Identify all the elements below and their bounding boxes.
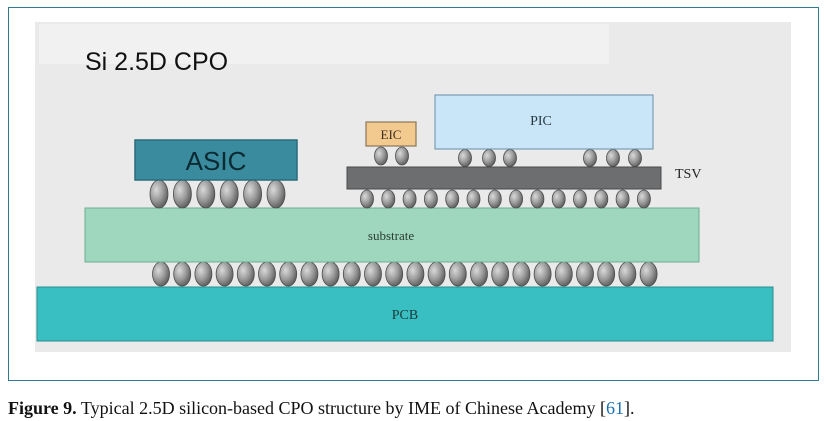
figure-frame: Si 2.5D CPO PCB substrate ASIC TSV EIC P… (8, 7, 819, 381)
eic-micro-bump (374, 146, 388, 166)
pcb-solder-bump (533, 261, 552, 287)
pcb-solder-bump (364, 261, 382, 287)
pic-bump-row (458, 149, 642, 167)
pcb-solder-bump (300, 261, 319, 287)
background-highlight (39, 24, 609, 64)
tsv-micro-bump (594, 189, 609, 209)
pcb-solder-bump (406, 261, 425, 287)
asic-solder-bump (196, 179, 216, 209)
pcb-solder-bump (215, 261, 234, 287)
tsv-micro-bump (381, 189, 396, 209)
pcb-solder-bump (554, 261, 573, 287)
eic-micro-bump (395, 146, 409, 166)
pic-micro-bump (503, 149, 517, 167)
pcb-solder-bump (639, 261, 658, 287)
pic-micro-bump (606, 149, 620, 167)
pcb-solder-bump (152, 261, 170, 287)
tsv-interposer (346, 166, 662, 190)
pcb-layer (36, 286, 774, 342)
tsv-micro-bump (573, 189, 587, 209)
pcb-solder-bump (385, 261, 404, 287)
tsv-micro-bump (530, 189, 545, 209)
eic-chip (365, 121, 417, 147)
eic-label: EIC (381, 127, 402, 142)
pic-micro-bump (458, 149, 472, 167)
pcb-solder-bump (491, 261, 510, 287)
pcb-solder-bump (194, 261, 213, 287)
cpo-structure-diagram: Si 2.5D CPO PCB substrate ASIC TSV EIC P… (35, 22, 791, 352)
substrate-layer (84, 207, 700, 263)
caption-reference-link[interactable]: 61 (605, 398, 624, 418)
pcb-solder-bump (470, 261, 488, 287)
caption-text: Typical 2.5D silicon-based CPO structure… (76, 398, 606, 418)
caption-end: ]. (623, 398, 635, 418)
pic-label: PIC (530, 114, 552, 129)
pcb-solder-bump (258, 261, 276, 287)
tsv-bump-row (360, 189, 651, 209)
caption-label: Figure 9. (8, 398, 77, 418)
pcb-solder-bump (427, 261, 446, 287)
diagram-title: Si 2.5D CPO (85, 48, 228, 76)
pcb-solder-bump (597, 261, 616, 287)
asic-solder-bump (266, 179, 286, 209)
tsv-micro-bump (487, 189, 502, 209)
eic-bump-row (374, 146, 409, 166)
tsv-micro-bump (466, 189, 481, 209)
pcb-solder-bump (173, 261, 192, 287)
tsv-micro-bump (615, 189, 630, 209)
asic-bump-row (149, 179, 286, 209)
pcb-solder-bump (512, 261, 531, 287)
pcb-solder-bump (576, 261, 594, 287)
figure-caption: Figure 9. Typical 2.5D silicon-based CPO… (8, 398, 634, 419)
asic-solder-bump (219, 179, 239, 209)
tsv-micro-bump (360, 189, 374, 209)
tsv-micro-bump (509, 189, 524, 209)
tsv-label: TSV (675, 167, 701, 182)
tsv-micro-bump (402, 189, 417, 209)
pic-micro-bump (628, 149, 642, 167)
pcb-solder-bump (448, 261, 467, 287)
pcb-label: PCB (392, 308, 418, 323)
asic-solder-bump (243, 179, 263, 209)
pcb-solder-bump (618, 261, 637, 287)
pic-micro-bump (482, 149, 496, 167)
pcb-solder-bump (342, 261, 361, 287)
tsv-micro-bump (551, 189, 566, 209)
asic-chip (134, 139, 298, 181)
tsv-micro-bump (423, 189, 438, 209)
asic-solder-bump (172, 179, 192, 209)
asic-label: ASIC (186, 146, 247, 176)
pcb-solder-bump (279, 261, 298, 287)
substrate-label: substrate (368, 228, 414, 243)
tsv-micro-bump (445, 189, 460, 209)
pic-chip (434, 94, 654, 150)
tsv-micro-bump (637, 189, 651, 209)
pcb-solder-bump (321, 261, 340, 287)
pic-micro-bump (583, 149, 597, 167)
asic-solder-bump (149, 179, 169, 209)
pcb-solder-bump (236, 261, 255, 287)
